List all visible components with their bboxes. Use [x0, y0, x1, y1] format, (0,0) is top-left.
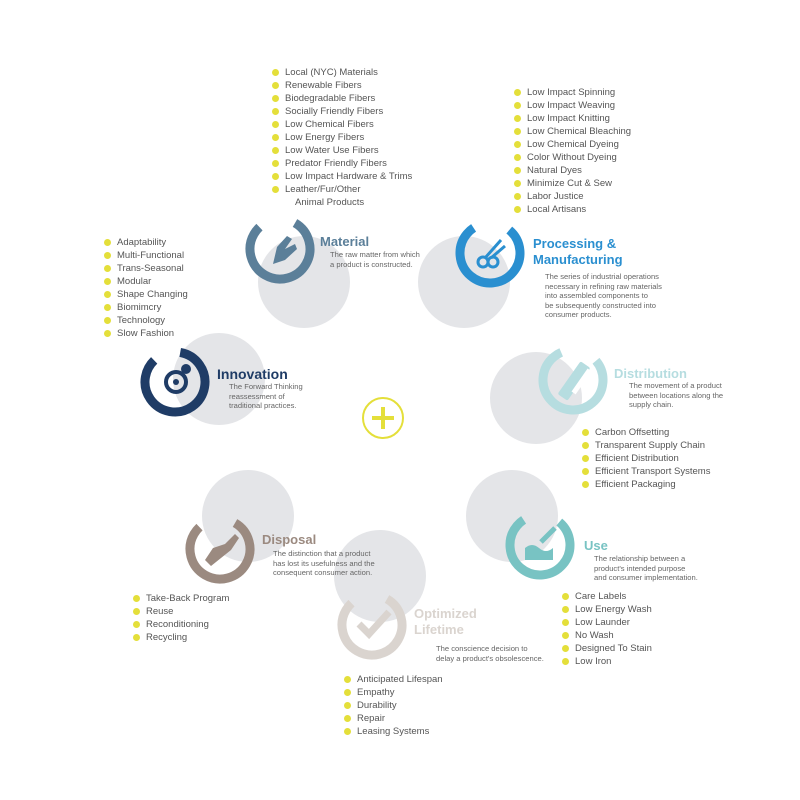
list-item: Empathy	[344, 686, 443, 699]
list-item: Low Chemical Bleaching	[514, 125, 631, 138]
list-item: No Wash	[562, 629, 652, 642]
washing-icon	[505, 510, 575, 580]
list-item: Low Launder	[562, 616, 652, 629]
innovation-list: Adaptability Multi-Functional Trans-Seas…	[104, 236, 188, 340]
list-item: Minimize Cut & Sew	[514, 177, 631, 190]
plus-icon	[362, 397, 404, 439]
list-item: Low Water Use Fibers	[272, 144, 412, 157]
list-item: Adaptability	[104, 236, 188, 249]
list-item: Modular	[104, 275, 188, 288]
distribution-description: The movement of a product between locati…	[629, 381, 724, 409]
processing-description: The series of industrial operations nece…	[545, 272, 662, 319]
list-item: Slow Fashion	[104, 327, 188, 340]
list-item: Low Impact Spinning	[514, 86, 631, 99]
scissors-icon	[455, 218, 525, 288]
list-item: Biodegradable Fibers	[272, 92, 412, 105]
list-item: Local Artisans	[514, 203, 631, 216]
innovation-description: The Forward Thinking reassessment of tra…	[229, 382, 303, 410]
list-item: Repair	[344, 712, 443, 725]
use-description: The relationship between a product's int…	[594, 554, 698, 582]
list-item: Low Energy Wash	[562, 603, 652, 616]
innovation-title: Innovation	[217, 366, 288, 382]
list-item: Recycling	[133, 631, 229, 644]
list-item: Low Iron	[562, 655, 652, 668]
distribution-title: Distribution	[614, 366, 687, 381]
distribution-list: Carbon Offsetting Transparent Supply Cha…	[582, 426, 710, 491]
list-item: Low Energy Fibers	[272, 131, 412, 144]
list-item: Leasing Systems	[344, 725, 443, 738]
processing-title: Processing & Manufacturing	[533, 236, 623, 267]
list-item: Labor Justice	[514, 190, 631, 203]
material-title: Material	[320, 234, 370, 249]
lifetime-title: Optimized Lifetime	[414, 606, 477, 637]
lifetime-description: The conscience decision to delay a produ…	[436, 644, 544, 663]
list-item: Technology	[104, 314, 188, 327]
lifetime-list: Anticipated Lifespan Empathy Durability …	[344, 673, 443, 738]
box-icon	[538, 345, 608, 415]
list-item: Local (NYC) Materials	[272, 66, 412, 79]
list-item: Designed To Stain	[562, 642, 652, 655]
list-item: Transparent Supply Chain	[582, 439, 710, 452]
list-item: Low Chemical Fibers	[272, 118, 412, 131]
list-item: Color Without Dyeing	[514, 151, 631, 164]
list-item: Shape Changing	[104, 288, 188, 301]
list-item: Reuse	[133, 605, 229, 618]
list-item: Carbon Offsetting	[582, 426, 710, 439]
material-description: The raw matter from which a product is c…	[330, 250, 420, 269]
hand-icon	[245, 214, 315, 284]
list-item: Take-Back Program	[133, 592, 229, 605]
use-title: Use	[584, 538, 608, 553]
disposal-list: Take-Back Program Reuse Reconditioning R…	[133, 592, 229, 644]
processing-list: Low Impact Spinning Low Impact Weaving L…	[514, 86, 631, 216]
list-item: Low Impact Weaving	[514, 99, 631, 112]
list-item: Anticipated Lifespan	[344, 673, 443, 686]
list-item: Predator Friendly Fibers	[272, 157, 412, 170]
disposal-title: Disposal	[262, 532, 317, 547]
list-item: Reconditioning	[133, 618, 229, 631]
disposal-description: The distinction that a product has lost …	[273, 549, 375, 577]
lightbulb-icon	[140, 347, 210, 417]
use-list: Care Labels Low Energy Wash Low Launder …	[562, 590, 652, 668]
list-item: Efficient Transport Systems	[582, 465, 710, 478]
list-item: Natural Dyes	[514, 164, 631, 177]
list-item: Efficient Packaging	[582, 478, 710, 491]
list-item: Efficient Distribution	[582, 452, 710, 465]
list-item: Socially Friendly Fibers	[272, 105, 412, 118]
list-item: Multi-Functional	[104, 249, 188, 262]
list-item: Leather/Fur/Other	[272, 183, 412, 196]
checkmark-icon	[337, 590, 407, 660]
list-item: Trans-Seasonal	[104, 262, 188, 275]
list-item: Low Impact Hardware & Trims	[272, 170, 412, 183]
list-item: Care Labels	[562, 590, 652, 603]
material-list: Local (NYC) Materials Renewable Fibers B…	[272, 66, 412, 209]
list-item: Durability	[344, 699, 443, 712]
list-item: Biomimcry	[104, 301, 188, 314]
hand-drop-icon	[185, 514, 255, 584]
list-item-continuation: Animal Products	[295, 197, 365, 208]
list-item: Renewable Fibers	[272, 79, 412, 92]
list-item: Low Chemical Dyeing	[514, 138, 631, 151]
list-item: Low Impact Knitting	[514, 112, 631, 125]
